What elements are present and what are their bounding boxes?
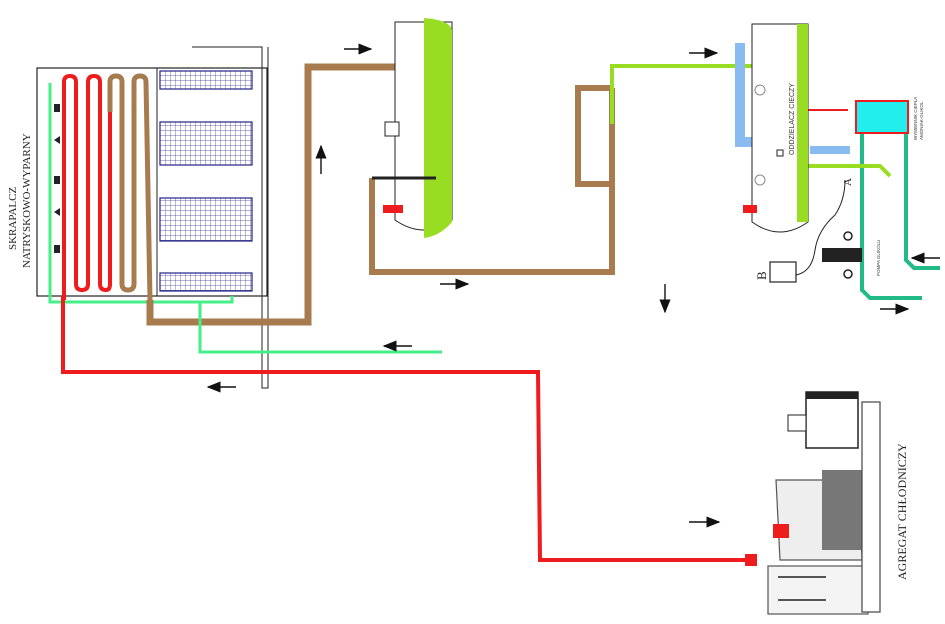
glycol-pipe-2 (904, 133, 940, 270)
intermediate-branch (808, 164, 892, 178)
condenser-label-2: NATRYSKOWO-WYPARNY (21, 133, 33, 268)
glycol-pipe-1 (860, 133, 922, 300)
hot-gas-coil (62, 73, 112, 300)
hot-gas-pipe (61, 296, 752, 562)
compressor-label: AGREGAT CHŁODNICZY (895, 443, 909, 580)
fan-grid-2 (159, 121, 253, 166)
flow-arrows (206, 43, 940, 528)
fan-grid-3 (159, 197, 253, 242)
spray-nozzles (54, 104, 60, 253)
high-pressure-receiver (372, 18, 453, 238)
fan-grid-4 (159, 272, 253, 292)
glycol-pump: POMPA GLIKOLU (822, 231, 881, 279)
compressor-unit: AGREGAT CHŁODNICZY (745, 391, 909, 615)
separator-label: ODDZIELACZ CIECZY (789, 83, 796, 155)
water-return-pipe (198, 302, 442, 354)
liquid-pipe-condenser-receiver (146, 63, 410, 326)
liquid-coil (107, 73, 153, 301)
water-line-condenser (48, 83, 234, 304)
fan-grid-1 (159, 70, 253, 90)
condenser-label-1: SKRAPALCZ (7, 187, 19, 250)
intermediate-pipe (610, 64, 765, 124)
heat-exchanger-label-1: WYMIENNIK CIEPŁA (913, 97, 918, 140)
evaporative-condenser: SKRAPALCZ NATRYSKOWO-WYPARNY (7, 46, 269, 389)
pump-label: POMPA GLIKOLU (876, 240, 881, 276)
heat-exchanger-label-2: AMONIAK-GLIKOL (919, 101, 924, 140)
heat-exchanger: WYMIENNIK CIEPŁA AMONIAK-GLIKOL (855, 97, 924, 140)
liquid-separator: ODDZIELACZ CIECZY (743, 23, 809, 233)
suction-pipe (735, 43, 752, 147)
point-b-label: B (754, 271, 769, 280)
point-a-label: A (842, 178, 854, 186)
controller-b: B A (754, 178, 854, 283)
